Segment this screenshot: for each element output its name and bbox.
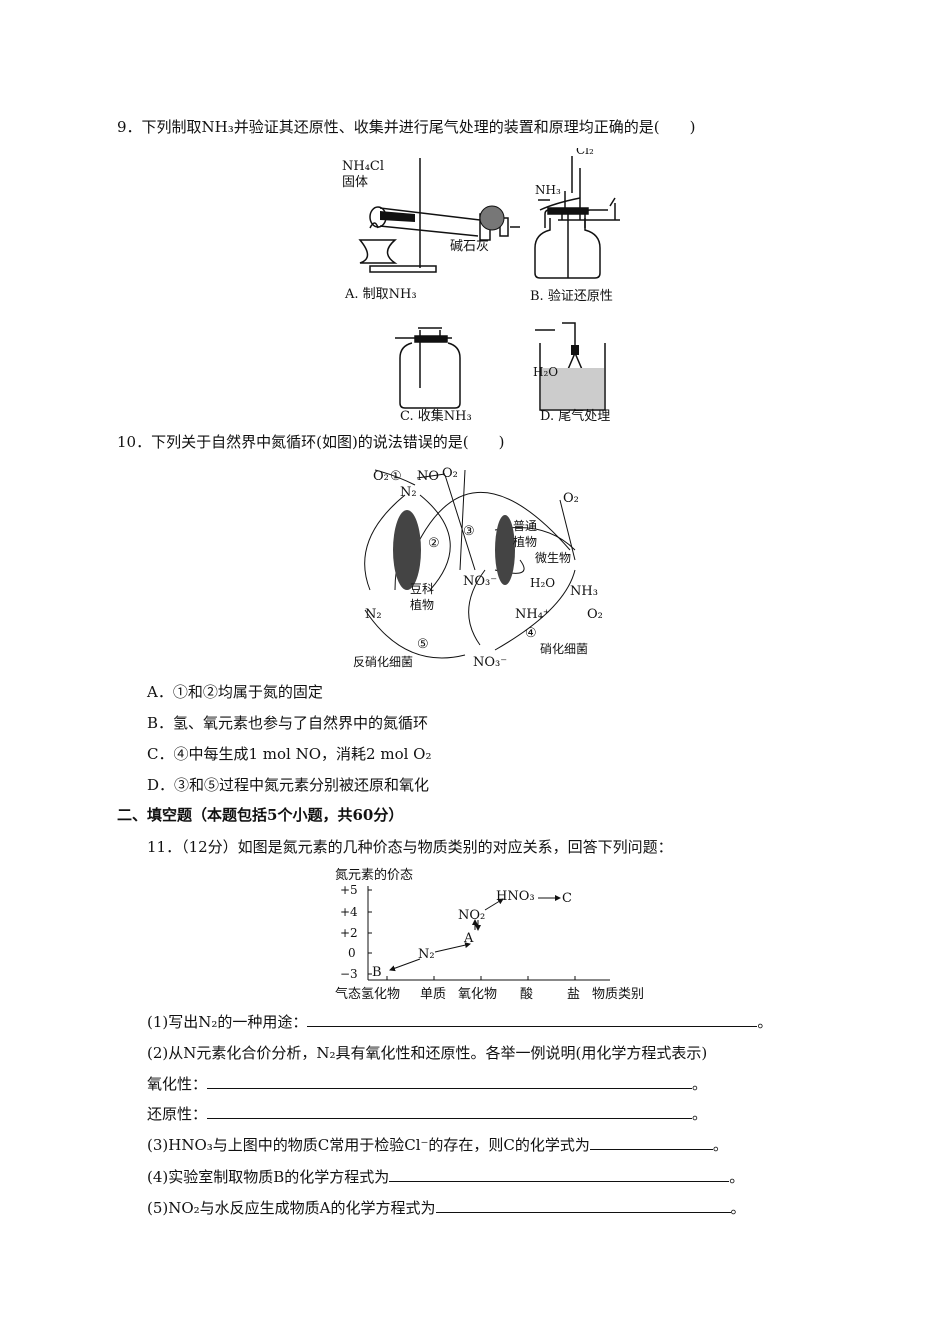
part1-text: (1)写出N₂的一种用途：: [147, 1013, 308, 1031]
step-5: ⑤: [417, 637, 429, 652]
point-no2: NO₂: [458, 908, 485, 923]
y-tick: +4: [340, 905, 358, 919]
x-tick: 单质: [420, 987, 446, 1002]
ox-label: 氧化性：: [147, 1075, 208, 1093]
label-b: B. 验证还原性: [530, 288, 613, 304]
nh4-label: NH₄⁺: [515, 607, 550, 622]
red-label: 还原性：: [147, 1105, 208, 1123]
part3-text: (3)HNO₃与上图中的物质C常用于检验Cl⁻的存在，则C的化学式为: [147, 1136, 590, 1154]
nitrogen-cycle-figure: O₂ ① NO O₂ N₂ O₂ ② ③ 普通 植物 微生物 NO₃⁻ H₂O …: [353, 466, 603, 670]
x-tick: 盐: [567, 987, 580, 1002]
q11-part3: (3)HNO₃与上图中的物质C常用于检验Cl⁻的存在，则C的化学式为 。: [147, 1135, 728, 1155]
point-a: A: [463, 931, 474, 946]
nitrifying-label: 硝化细菌: [540, 642, 588, 656]
answer-blank-red[interactable]: [207, 1104, 693, 1119]
soda-lime-bulb: [479, 205, 505, 231]
step-3: ③: [463, 524, 475, 539]
plant-label-2: 植物: [513, 534, 537, 549]
period: 。: [730, 1199, 746, 1217]
x-tick: 氧化物: [458, 987, 497, 1002]
x-axis-label: 物质类别: [592, 987, 644, 1002]
period: 。: [692, 1105, 708, 1123]
denitrifying-label: 反硝化细菌: [353, 655, 413, 669]
legume-label: 豆科: [410, 582, 434, 596]
h2o-label: H₂O: [533, 365, 558, 379]
h2o-label: H₂O: [530, 576, 555, 590]
answer-blank-4[interactable]: [389, 1167, 730, 1182]
q11-part4: (4)实验室制取物质B的化学方程式为 。: [147, 1167, 744, 1187]
y-tick: +5: [340, 883, 358, 897]
q9-apparatus-figure: NH₄Cl 固体 碱石灰 Cl₂ NH₃ H₂O A. 制取NH₃ B. 验证还…: [342, 148, 620, 424]
answer-blank-ox[interactable]: [207, 1074, 693, 1089]
legume-label-2: 植物: [410, 597, 434, 612]
o2-label-2: O₂: [442, 466, 458, 481]
y-axis-label: 氮元素的价态: [335, 867, 413, 883]
period: 。: [729, 1168, 745, 1186]
section-heading: 二、填空题（本题包括5个小题，共60分）: [117, 806, 404, 824]
point-n2: N₂: [418, 947, 435, 962]
q10-option-a: A．①和②均属于氮的固定: [147, 683, 323, 701]
step-2: ②: [428, 536, 440, 551]
y-tick: −3: [340, 967, 358, 981]
q9-stem: 9．下列制取NH₃并验证其还原性、收集并进行尾气处理的装置和原理均正确的是( ): [117, 118, 696, 136]
answer-blank-5[interactable]: [435, 1198, 731, 1213]
q11-part1: (1)写出N₂的一种用途： 。: [147, 1012, 772, 1032]
cl2-label: Cl₂: [576, 148, 594, 157]
plant-label: 普通: [513, 519, 537, 533]
no3-label-1: NO₃⁻: [463, 574, 497, 589]
q11-stem: 11．（12分）如图是氮元素的几种价态与物质类别的对应关系，回答下列问题：: [147, 838, 673, 856]
period: 。: [712, 1136, 728, 1154]
q10-option-d: D．③和⑤过程中氮元素分别被还原和氧化: [147, 776, 430, 794]
o2-label-4: O₂: [587, 607, 603, 622]
q11-oxidizing: 氧化性： 。: [147, 1074, 707, 1094]
part5-text: (5)NO₂与水反应生成物质A的化学方程式为: [147, 1199, 436, 1217]
period: 。: [757, 1013, 773, 1031]
microbe-label: 微生物: [535, 551, 571, 565]
nh3-label: NH₃: [535, 183, 561, 197]
q11-part5: (5)NO₂与水反应生成物质A的化学方程式为 。: [147, 1198, 746, 1218]
answer-blank-1[interactable]: [307, 1012, 758, 1027]
solid-label: 固体: [342, 175, 368, 190]
no3-label-2: NO₃⁻: [473, 655, 507, 670]
q10-option-c: C．④中每生成1 mol NO，消耗2 mol O₂: [147, 745, 432, 763]
q10-option-b: B．氢、氧元素也参与了自然界中的氮循环: [147, 714, 429, 732]
x-tick: 气态氢化物: [335, 986, 400, 1002]
label-d: D. 尾气处理: [540, 408, 610, 424]
period: 。: [692, 1075, 708, 1093]
valence-category-diagram: 氮元素的价态 +5 +4 +2 0 −3 气态氢化物 单质 氧化物 酸 盐 物质…: [335, 867, 644, 1002]
nh3-label: NH₃: [570, 584, 598, 599]
step-1: ①: [390, 469, 402, 484]
y-tick: +2: [340, 926, 358, 940]
label-c: C. 收集NH₃: [400, 408, 472, 424]
part4-text: (4)实验室制取物质B的化学方程式为: [147, 1168, 390, 1186]
n2-top-label: N₂: [400, 485, 417, 500]
step-4: ④: [525, 626, 537, 641]
point-b: B: [372, 965, 382, 980]
o2-label-3: O₂: [563, 491, 579, 506]
q10-stem: 10．下列关于自然界中氮循环(如图)的说法错误的是( ): [117, 433, 505, 451]
nh4cl-label: NH₄Cl: [342, 159, 384, 174]
label-a: A. 制取NH₃: [344, 287, 417, 302]
no-label: NO: [417, 469, 439, 484]
q11-reducing: 还原性： 。: [147, 1104, 707, 1124]
soda-lime-label: 碱石灰: [450, 239, 489, 254]
answer-blank-3[interactable]: [589, 1135, 713, 1150]
o2-label-1: O₂: [373, 469, 389, 484]
x-tick: 酸: [520, 987, 533, 1002]
y-tick: 0: [348, 946, 356, 960]
n2-left-label: N₂: [365, 607, 382, 622]
point-c: C: [562, 891, 572, 906]
q11-part2: (2)从N元素化合价分析，N₂具有氧化性和还原性。各举一例说明(用化学方程式表示…: [147, 1044, 708, 1062]
point-hno3: HNO₃: [496, 889, 535, 904]
